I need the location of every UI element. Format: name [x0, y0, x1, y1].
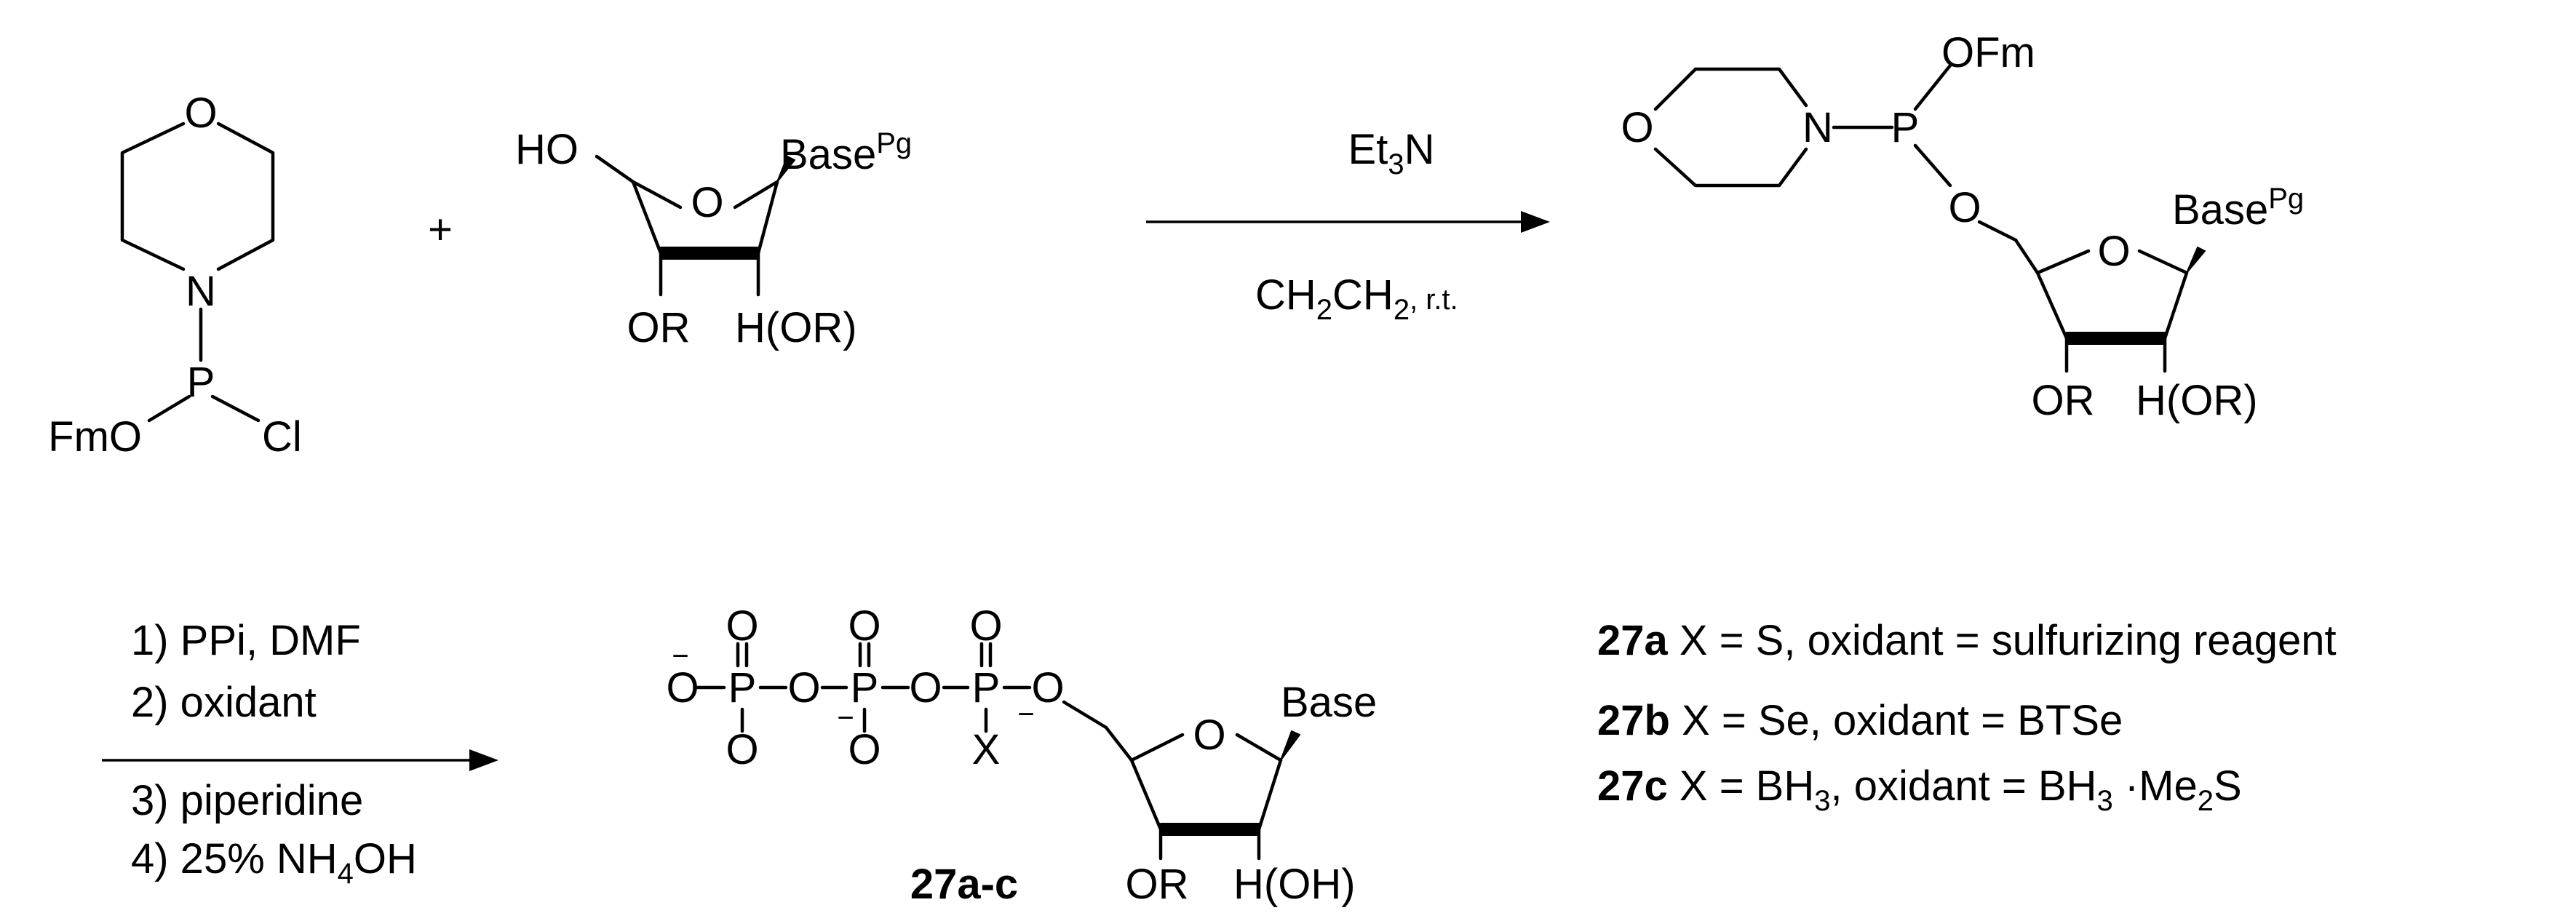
- base-wedge: [776, 156, 795, 183]
- product-phosphoramidite: O N P OFm O O BasePg OR H(OR): [1621, 29, 2304, 424]
- step1-reagent: Et3N: [1348, 126, 1435, 180]
- reactant-morpholino-chlorophosphine: O N P FmO Cl: [48, 89, 302, 460]
- c4-ring-o-bond: [1129, 733, 1185, 762]
- p-ofm-bond: [147, 394, 191, 423]
- p3-minus: −: [1017, 698, 1034, 730]
- c3-c2-bold-bond: [660, 247, 759, 260]
- p1-double-oxygen: O: [726, 602, 758, 650]
- c4-c3-bond: [1129, 758, 1163, 832]
- c4-c3-bond: [631, 180, 663, 255]
- terminal-minus: −: [672, 640, 688, 672]
- c3-c2-bold-bond: [1160, 823, 1260, 836]
- step2-line3: 3) piperidine: [131, 777, 363, 824]
- step1-arrowhead: [1521, 211, 1550, 233]
- c1-c2-bond: [756, 180, 779, 255]
- o-c5-bond: [1062, 700, 1108, 730]
- morpholine-ring-bonds: [120, 121, 275, 271]
- or-label: OR: [2032, 377, 2095, 424]
- c4-c3-bond: [2035, 271, 2069, 340]
- c1-c2-bond: [2163, 271, 2189, 340]
- linker-oxygen-label: O: [1948, 184, 1981, 231]
- ring-o-c1-bond: [1235, 733, 1283, 762]
- product-triphosphate: O − P O O O P O O − O P O X − O: [666, 602, 1377, 908]
- c5-c4-bond: [2014, 238, 2040, 275]
- x-substituent: X: [972, 726, 1001, 773]
- p-ofm-bond: [1913, 63, 1952, 111]
- linker-oxygen: O: [1031, 664, 1064, 711]
- compound-label: 27a-c: [910, 861, 1018, 908]
- ring-oxygen-label: O: [1621, 104, 1653, 151]
- bridge1-oxygen: O: [787, 664, 820, 711]
- o-ch2-bond: [1977, 220, 2018, 242]
- or-label: OR: [627, 304, 691, 351]
- p3-double-oxygen: O: [969, 602, 1002, 650]
- ho-label: HO: [515, 126, 579, 173]
- terminal-oxygen-label: O: [666, 664, 699, 711]
- step1-arrow-group: Et3N CH2CH2, r.t.: [1146, 126, 1550, 326]
- legend-27a: 27a X = S, oxidant = sulfurizing reagent: [1597, 617, 2337, 664]
- base-label: BasePg: [2172, 183, 2304, 234]
- ring-oxygen-label: O: [184, 89, 217, 137]
- plus-sign: +: [428, 206, 453, 253]
- ring-o-c1-bond: [733, 180, 779, 210]
- h-or-label: H(OR): [735, 304, 857, 351]
- chlorine-label: Cl: [262, 413, 302, 460]
- step1-conditions: CH2CH2, r.t.: [1255, 271, 1458, 326]
- step2-line1: 1) PPi, DMF: [131, 617, 361, 664]
- c4-ring-o-bond: [2035, 249, 2091, 275]
- ofm-label: OFm: [1941, 29, 2035, 76]
- base-label: Base: [1281, 679, 1377, 726]
- p3-label: P: [972, 664, 1001, 711]
- reactant-nucleoside: HO O BasePg OR H(OR): [515, 126, 912, 351]
- base-label: BasePg: [780, 127, 912, 178]
- c4-c5-bond: [595, 154, 635, 184]
- c3-c2-bold-bond: [2066, 332, 2166, 345]
- bridge2-oxygen: O: [909, 664, 942, 711]
- step2-line2: 2) oxidant: [131, 679, 317, 726]
- phosphorus-label: P: [1891, 104, 1920, 151]
- base-wedge: [2186, 247, 2206, 274]
- compound-legend: 27a X = S, oxidant = sulfurizing reagent…: [1597, 617, 2337, 817]
- legend-27b: 27b X = Se, oxidant = BTSe: [1597, 697, 2123, 744]
- p2-label: P: [851, 664, 879, 711]
- sugar-oxygen-label: O: [691, 179, 723, 226]
- c5-c4-bond: [1104, 725, 1134, 762]
- fmo-label: FmO: [48, 413, 142, 460]
- sugar-oxygen-label: O: [1193, 711, 1225, 759]
- step2-line4: 4) 25% NH4OH: [131, 835, 417, 890]
- base-wedge: [1280, 730, 1300, 761]
- c1-c2-bond: [1257, 758, 1283, 832]
- p2-minus: −: [837, 702, 854, 734]
- ring-o-c1-bond: [2137, 249, 2189, 275]
- p2-o-minus: O: [848, 726, 880, 773]
- nitrogen-label: N: [1802, 104, 1833, 151]
- h-or-label: H(OR): [2136, 377, 2258, 424]
- p1-label: P: [728, 664, 757, 711]
- h-oh-label: H(OH): [1233, 861, 1356, 908]
- sugar-oxygen-label: O: [2097, 228, 2130, 275]
- or-label: OR: [1126, 861, 1189, 908]
- ring-nitrogen-label: N: [186, 268, 216, 315]
- step2-arrow-group: 1) PPi, DMF 2) oxidant 3) piperidine 4) …: [102, 617, 498, 890]
- phosphorus-label: P: [187, 359, 215, 406]
- p-o-bond: [1913, 143, 1952, 188]
- legend-27c: 27c X = BH3, oxidant = BH3 ·Me2S: [1597, 762, 2242, 817]
- p1-o-minus: O: [726, 726, 758, 773]
- step2-arrowhead: [469, 749, 498, 771]
- product-morpholine-bonds: [1653, 67, 1808, 188]
- p2-double-oxygen: O: [848, 602, 880, 650]
- p-cl-bond: [210, 394, 261, 423]
- ring-c4-o-bond: [631, 180, 683, 210]
